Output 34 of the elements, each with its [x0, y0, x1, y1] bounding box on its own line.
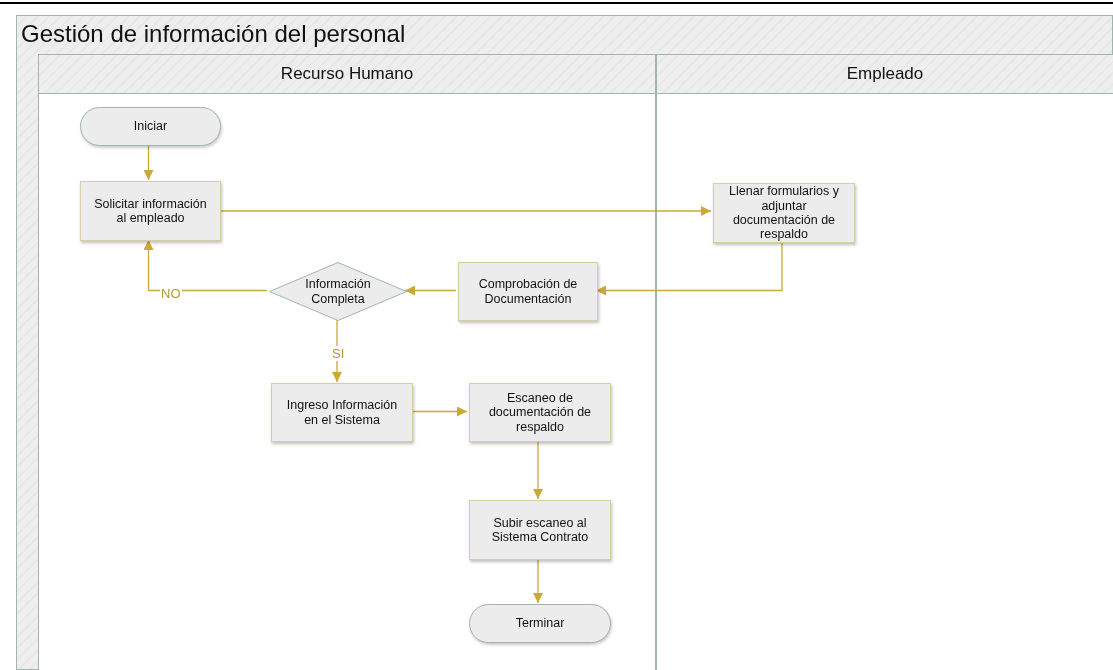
node-label: Subir escaneo al Sistema Contrato: [490, 515, 590, 545]
terminator-shape: [80, 107, 221, 146]
edge-label: SI: [331, 346, 346, 361]
node-label: Ingreso Información en el Sistema: [285, 398, 399, 427]
edge-label: NO: [160, 286, 182, 301]
lane-header: Recurso Humano: [39, 54, 655, 94]
arrow: [533, 440, 543, 500]
node-label: Escaneo de documentación de respaldo: [487, 390, 593, 435]
arrow: [404, 285, 457, 296]
arrow: [218, 206, 712, 216]
swimlane: [656, 54, 1113, 670]
process-box: [469, 383, 611, 442]
process-box: [80, 181, 221, 241]
node-label: Terminar: [514, 616, 566, 631]
process-box: [271, 383, 413, 442]
arrow: [533, 558, 543, 604]
node-label: Iniciar: [132, 119, 169, 134]
arrow: [595, 241, 783, 296]
node-label: Solicitar información al empleado: [93, 196, 208, 226]
pool-title: Gestión de información del personal: [21, 20, 406, 48]
pool: [16, 15, 1113, 670]
terminator-shape: [469, 604, 611, 643]
arrow: [410, 406, 468, 417]
arrow: [332, 319, 342, 383]
arrow: [143, 144, 154, 181]
process-box: [469, 500, 611, 560]
lane-header: Empleado: [657, 54, 1113, 94]
swimlane: [38, 54, 656, 670]
node-label: Comprobación de Documentación: [477, 277, 579, 306]
process-box: [713, 183, 855, 243]
node-label: Información Completa: [304, 277, 372, 306]
arrow: [143, 239, 268, 292]
process-box: [458, 262, 598, 321]
node-label: Llenar formularios y adjuntar documentación de respaldo: [728, 184, 840, 242]
